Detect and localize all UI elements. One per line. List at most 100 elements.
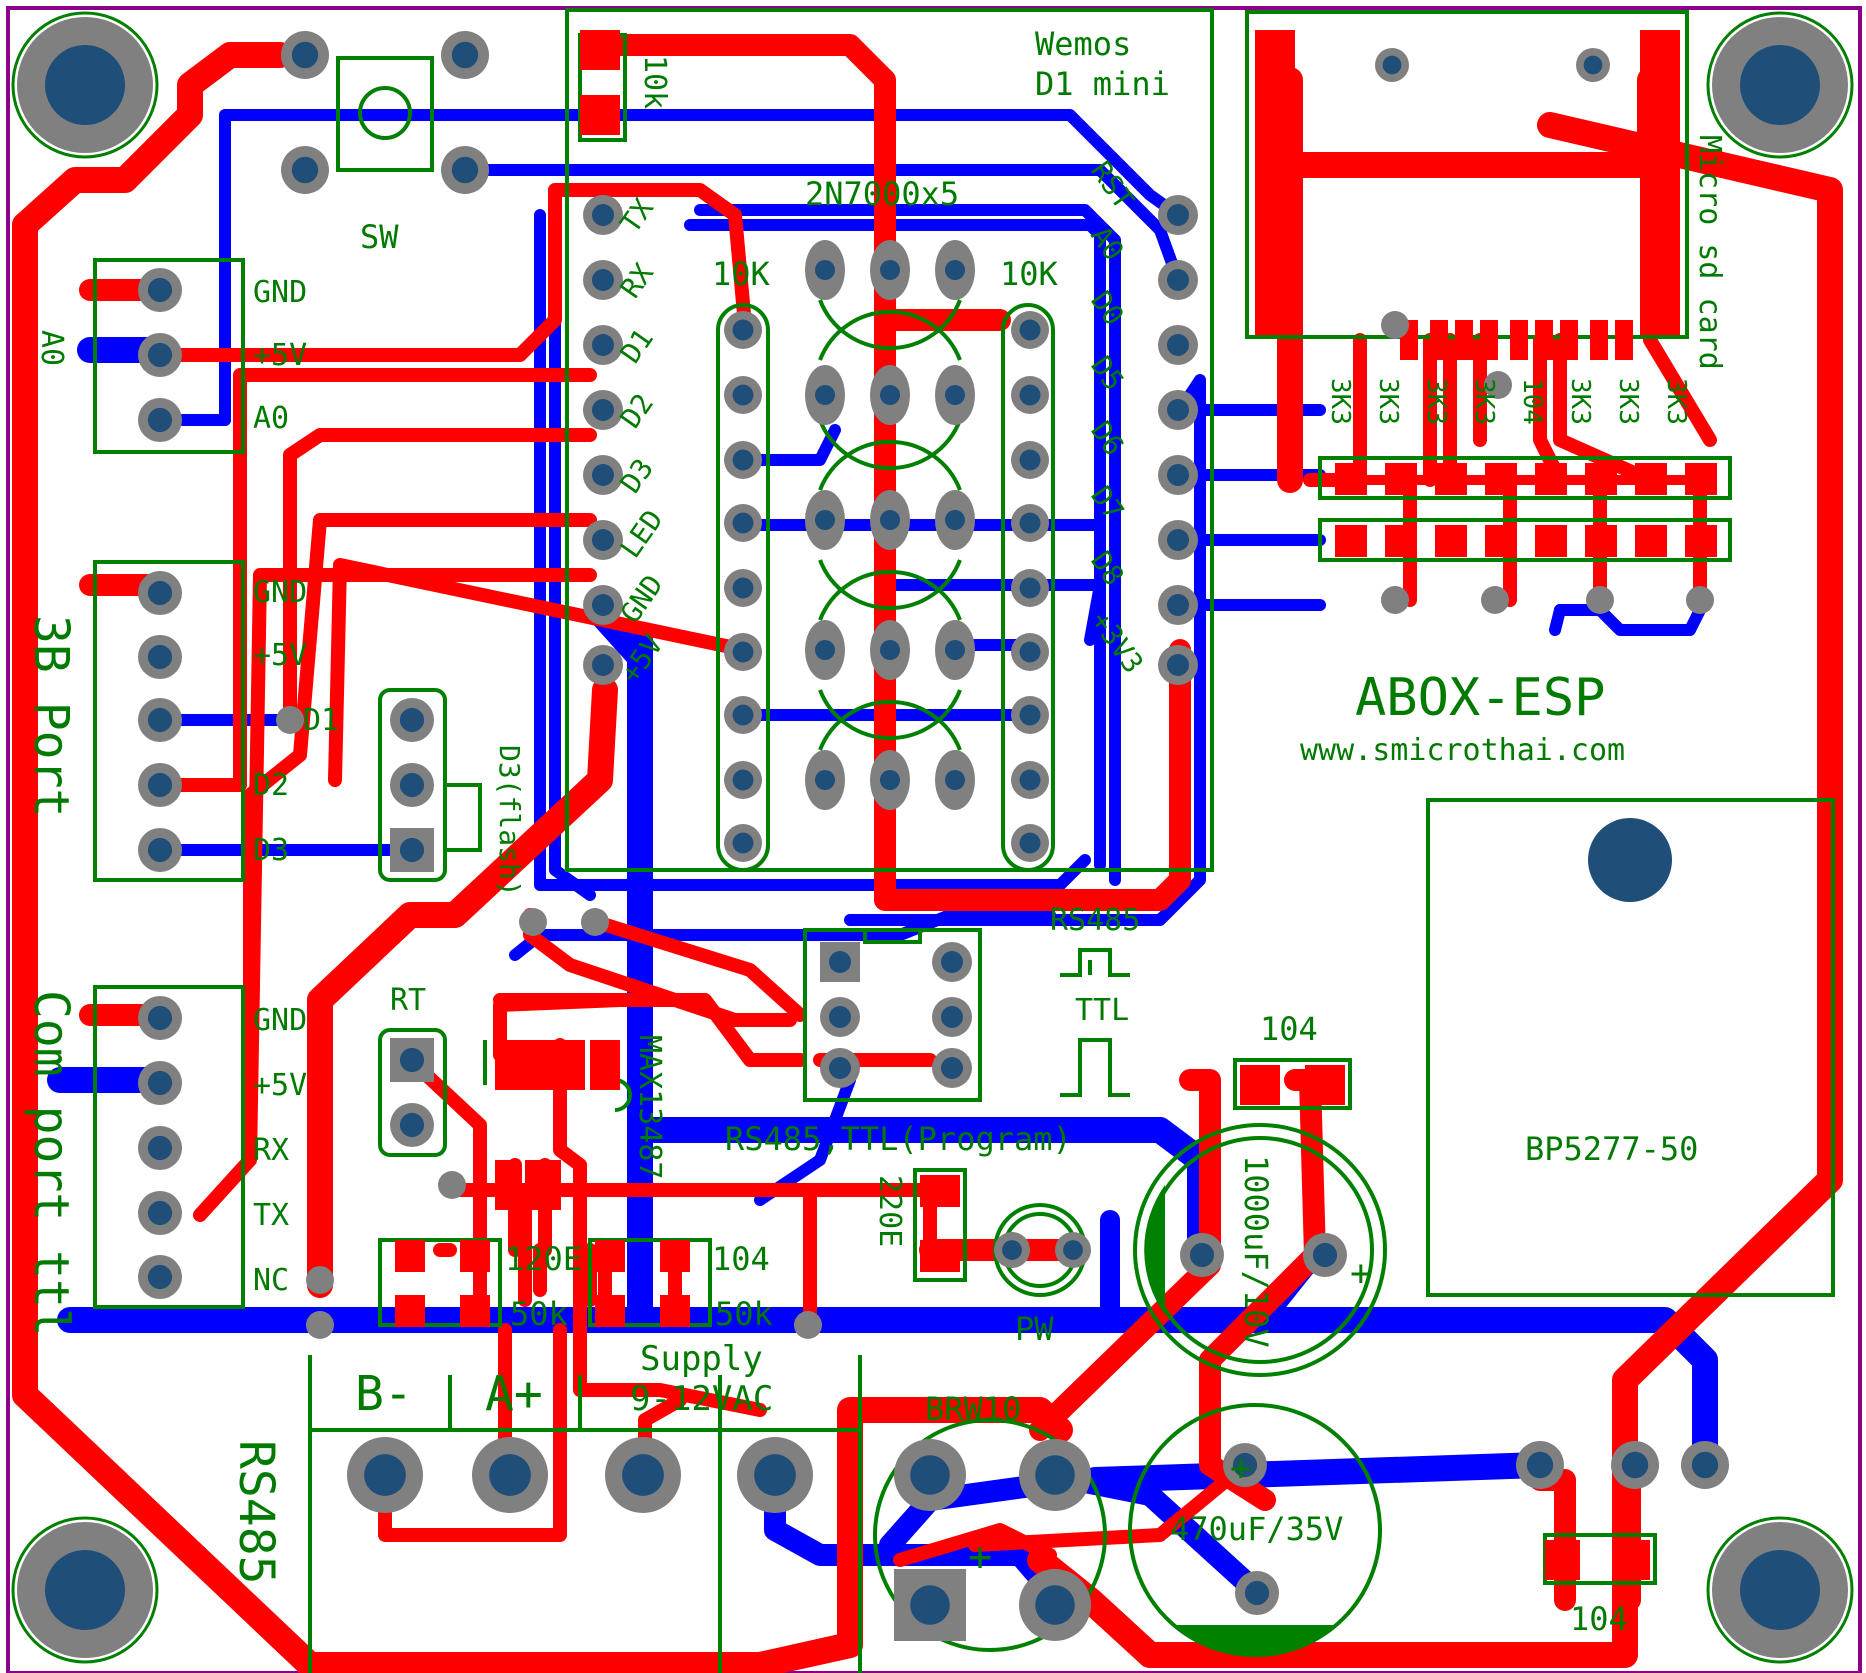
wemos-right-pad <box>1158 325 1198 365</box>
jumper-pad <box>390 698 434 742</box>
wemos-left-pad <box>583 260 623 300</box>
via <box>306 1311 334 1339</box>
max-pad <box>932 997 972 1037</box>
max-pad <box>932 942 972 982</box>
transistor-pad <box>805 240 845 300</box>
cap-pad <box>1223 1443 1267 1487</box>
switch-pad <box>281 146 329 194</box>
transistor-pad <box>935 750 975 810</box>
label-a0: A0 <box>253 401 289 436</box>
wemos-left-pad <box>583 645 623 685</box>
label-q-array: 2N7000x5 <box>805 175 959 213</box>
resistor-pack-pad <box>1011 824 1049 862</box>
label-cap1000: 1000uF/10V <box>1237 1155 1275 1348</box>
header-pad <box>138 1255 182 1299</box>
label-3b-port: 3B Port <box>23 615 79 817</box>
wemos-right-pad <box>1158 455 1198 495</box>
via <box>306 1266 334 1294</box>
sdcard-pad <box>1375 48 1409 82</box>
wemos-right-pad <box>1158 520 1198 560</box>
transistor-pad <box>935 240 975 300</box>
cap-pad <box>1303 1233 1347 1277</box>
resistor-pack-pad <box>1011 441 1049 479</box>
label-plus2: + <box>1230 1448 1252 1489</box>
wemos-right-pad <box>1158 585 1198 625</box>
label-ttl-mode: TTL <box>1075 993 1129 1028</box>
sd-resistor-label: 3K3 <box>1565 378 1595 425</box>
header-pad <box>138 828 182 872</box>
label-c104a: 104 <box>1260 1010 1318 1048</box>
label-r10k-left: 10K <box>712 255 771 293</box>
rt-pad-square <box>390 1038 434 1082</box>
resistor-pack-pad <box>1011 376 1049 414</box>
label-b-minus: B- <box>355 1366 413 1422</box>
label-5v2: +5V <box>253 638 307 673</box>
wemos-right-pad <box>1158 645 1198 685</box>
sd-resistor-label: 3K3 <box>1325 378 1355 425</box>
label-r120: 120E <box>505 1240 582 1278</box>
terminal-pad <box>347 1437 423 1513</box>
label-rs485-side: RS485 <box>228 1440 284 1585</box>
regulator-hole <box>1588 818 1672 902</box>
transistor-pad <box>870 240 910 300</box>
label-prog: RS485,TTL(Program) <box>725 1120 1072 1158</box>
mounting-hole <box>11 11 159 159</box>
header-pad <box>138 333 182 377</box>
label-a0-side: A0 <box>34 330 69 366</box>
transistor-pad <box>805 750 845 810</box>
header-pad <box>138 1126 182 1170</box>
transistor-pad <box>935 365 975 425</box>
switch-pad <box>281 31 329 79</box>
via <box>1481 586 1509 614</box>
header-pad <box>138 398 182 442</box>
sd-resistor-label: 3K3 <box>1469 378 1499 425</box>
label-supply: Supply <box>640 1339 763 1379</box>
via <box>1381 311 1409 339</box>
label-d3flash: D3(flash) <box>493 745 526 897</box>
wemos-right-pad <box>1158 195 1198 235</box>
label-gnd3: GND <box>253 1003 307 1038</box>
label-c104b: 104 <box>712 1240 770 1278</box>
resistor-pack-pad <box>724 696 762 734</box>
sd-resistor-label: 3K3 <box>1613 378 1643 425</box>
header-pad <box>138 698 182 742</box>
regulator-pin <box>1611 1441 1659 1489</box>
bottom-copper-layer <box>47 109 1718 1606</box>
regulator-pin <box>1516 1441 1564 1489</box>
transistor-pad <box>805 490 845 550</box>
bridge-pad-square <box>894 1569 966 1641</box>
resistor-pack-pad <box>724 311 762 349</box>
max-pad <box>932 1048 972 1088</box>
via <box>794 1311 822 1339</box>
header-a0-outline <box>93 258 245 454</box>
label-cap470: 470uF/35V <box>1170 1510 1343 1548</box>
resistor-pack-pad <box>1011 569 1049 607</box>
resistor-pack-pad <box>724 633 762 671</box>
wemos-left-pad <box>583 390 623 430</box>
resistor-pack-pad <box>1011 311 1049 349</box>
label-d1: D1 <box>303 703 339 738</box>
header-pad <box>138 268 182 312</box>
header-pad <box>138 1061 182 1105</box>
transistor-pad <box>805 620 845 680</box>
label-com-port: Com port ttl <box>23 990 79 1337</box>
header-pad <box>138 763 182 807</box>
max-chip-outline <box>803 928 982 1102</box>
regulator-outline <box>1426 798 1835 1297</box>
switch-pad <box>441 146 489 194</box>
label-pot1: 50k <box>510 1295 568 1333</box>
wemos-left-pad <box>583 585 623 625</box>
sd-resistor-label: 3K3 <box>1661 378 1691 425</box>
transistor-pad <box>870 750 910 810</box>
label-plus1: + <box>1350 1253 1372 1294</box>
led-pad <box>1055 1232 1091 1268</box>
resistor-pack-pad <box>724 441 762 479</box>
label-nc: NC <box>253 1263 289 1298</box>
via <box>1586 586 1614 614</box>
transistor-pad <box>870 365 910 425</box>
through-hole-pads <box>11 11 1854 1664</box>
max-pad-square <box>820 942 860 982</box>
jumper-pad-square <box>390 828 434 872</box>
wemos-left-pad <box>583 325 623 365</box>
label-vac: 9-12VAC <box>630 1379 773 1419</box>
